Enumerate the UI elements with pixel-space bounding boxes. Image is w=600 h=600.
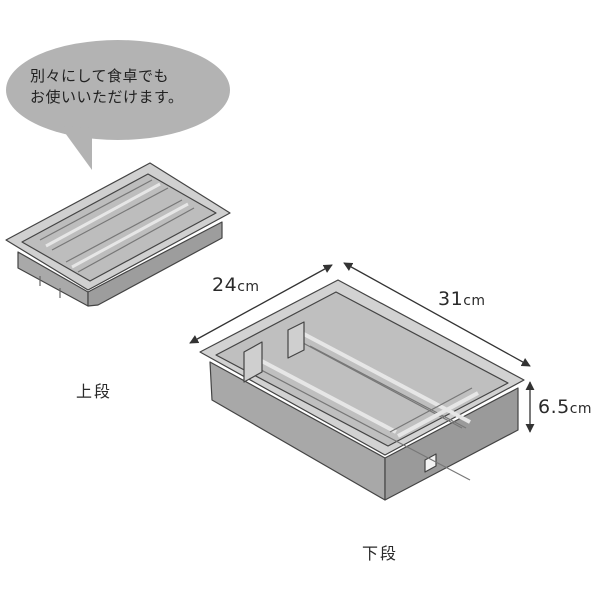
height-dimension-label: 6.5cm: [538, 396, 592, 418]
speech-bubble-line-1: 別々にして食卓でも: [30, 67, 170, 85]
lower-tier-label: 下段: [362, 544, 399, 563]
length-value: 31: [438, 288, 464, 310]
height-unit: cm: [569, 401, 593, 417]
upper-tray: [5, 162, 231, 307]
upper-tier-label: 上段: [76, 382, 113, 401]
width-dimension-label: 24cm: [212, 274, 260, 296]
lower-tray: [199, 279, 525, 501]
length-arrow: [343, 262, 531, 367]
dimension-arrows: [189, 262, 535, 433]
length-unit: cm: [463, 293, 486, 309]
width-unit: cm: [237, 279, 260, 295]
speech-bubble-text: 別々にして食卓でも お使いいただけます。: [30, 66, 230, 108]
speech-bubble-line-2: お使いいただけます。: [30, 88, 184, 106]
height-value: 6.5: [538, 396, 570, 418]
width-value: 24: [212, 274, 238, 296]
speech-bubble: [6, 40, 230, 170]
width-arrow: [189, 264, 333, 344]
length-dimension-label: 31cm: [438, 288, 486, 310]
